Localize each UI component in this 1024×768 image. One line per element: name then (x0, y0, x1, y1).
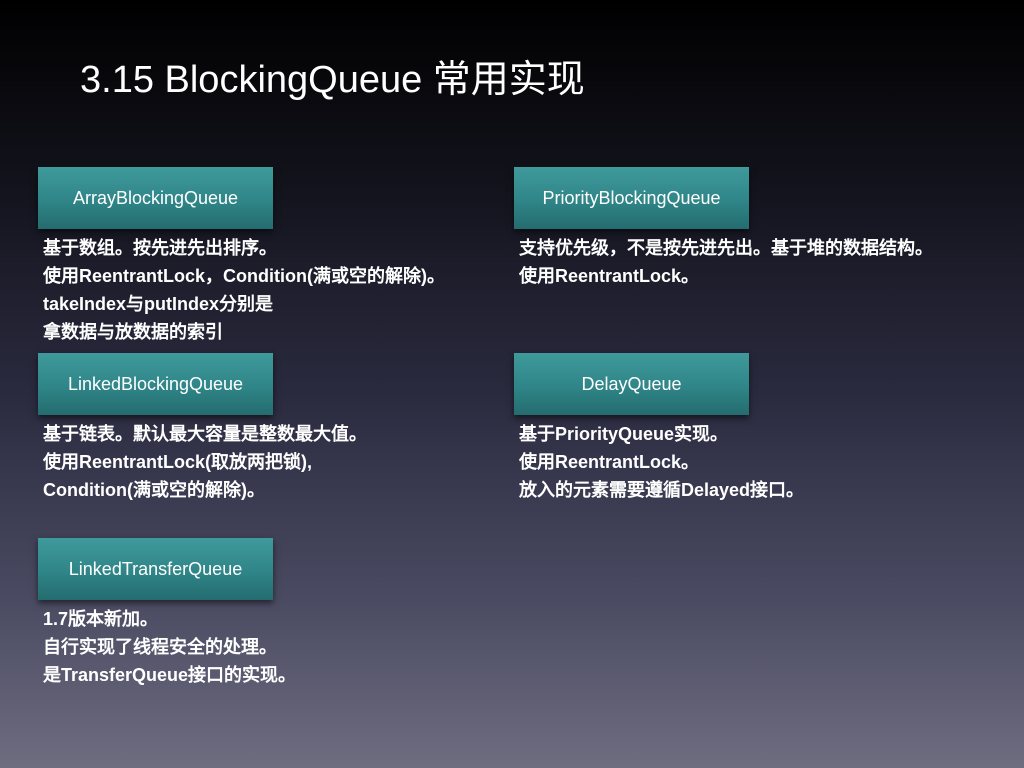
array-blocking-queue-label: ArrayBlockingQueue (72, 187, 239, 208)
priority-blocking-queue-box: PriorityBlockingQueue (514, 167, 749, 229)
description-line: 1.7版本新加。 (43, 609, 159, 629)
description-line: 基于PriorityQueue实现。 (519, 424, 729, 444)
linked-transfer-queue-label: LinkedTransferQueue (68, 558, 243, 579)
slide-title: 3.15 BlockingQueue 常用实现 (80, 59, 585, 101)
linked-transfer-queue-box: LinkedTransferQueue (38, 538, 273, 600)
priority-blocking-queue-description: 支持优先级，不是按先进先出。基于堆的数据结构。 使用ReentrantLock。 (519, 234, 933, 290)
linked-blocking-queue-description: 基于链表。默认最大容量是整数最大值。 使用ReentrantLock(取放两把锁… (43, 420, 367, 504)
delay-queue-box: DelayQueue (514, 353, 749, 415)
priority-blocking-queue-label: PriorityBlockingQueue (542, 187, 721, 208)
linked-transfer-queue-description: 1.7版本新加。 自行实现了线程安全的处理。 是TransferQueue接口的… (43, 605, 296, 689)
description-line: 基于链表。默认最大容量是整数最大值。 (43, 424, 367, 444)
description-line: 使用ReentrantLock。 (519, 266, 700, 286)
description-line: 支持优先级，不是按先进先出。基于堆的数据结构。 (519, 238, 933, 258)
array-blocking-queue-box: ArrayBlockingQueue (38, 167, 273, 229)
linked-blocking-queue-box: LinkedBlockingQueue (38, 353, 273, 415)
delay-queue-label: DelayQueue (581, 373, 682, 394)
array-blocking-queue-description: 基于数组。按先进先出排序。 使用ReentrantLock，Condition(… (43, 234, 445, 346)
description-line: 使用ReentrantLock，Condition(满或空的解除)。 (43, 266, 445, 286)
description-line: 基于数组。按先进先出排序。 (43, 238, 277, 258)
description-line: 使用ReentrantLock。 (519, 452, 700, 472)
description-line: 自行实现了线程安全的处理。 (43, 637, 277, 657)
description-line: 是TransferQueue接口的实现。 (43, 665, 297, 685)
description-line: takeIndex与putIndex分别是 (43, 294, 274, 314)
linked-blocking-queue-label: LinkedBlockingQueue (67, 373, 244, 394)
delay-queue-description: 基于PriorityQueue实现。 使用ReentrantLock。 放入的元… (519, 420, 804, 504)
description-line: 拿数据与放数据的索引 (43, 322, 223, 342)
description-line: 使用ReentrantLock(取放两把锁), (43, 452, 313, 472)
description-line: Condition(满或空的解除)。 (43, 480, 265, 500)
description-line: 放入的元素需要遵循Delayed接口。 (519, 480, 805, 500)
